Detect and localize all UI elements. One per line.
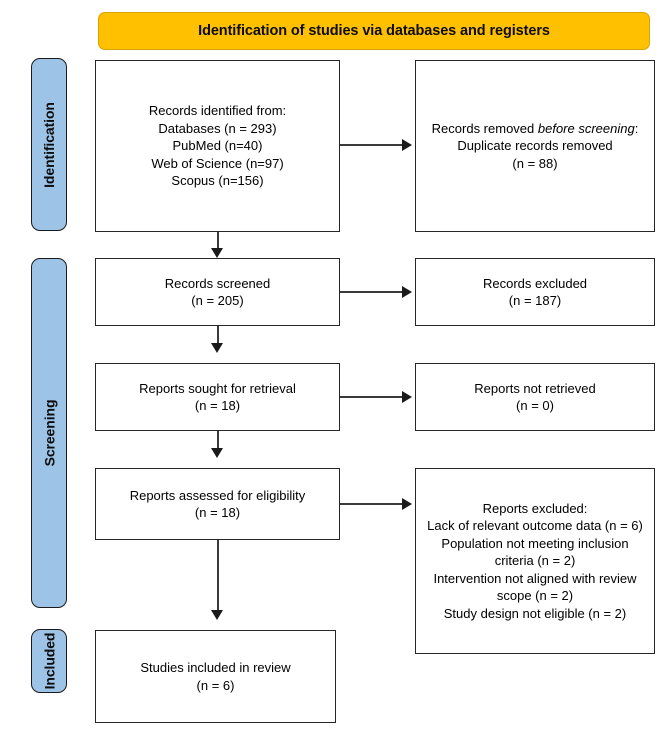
- arrow-right-icon: [402, 391, 412, 403]
- box-records-excluded-text: Records excluded (n = 187): [482, 275, 588, 309]
- box-records-removed: Records removed before screening: Duplica…: [415, 60, 655, 232]
- connector-assessed-to-included: [217, 540, 219, 614]
- connector-screened-to-sought: [217, 326, 219, 347]
- arrow-down-icon: [211, 343, 223, 353]
- box-reports-excluded: Reports excluded: Lack of relevant outco…: [415, 468, 655, 654]
- stage-label-screening-text: Screening: [41, 399, 58, 467]
- records-removed-suffix: :: [634, 120, 639, 136]
- arrow-right-icon: [402, 139, 412, 151]
- box-reports-excluded-text: Reports excluded: Lack of relevant outco…: [427, 500, 643, 621]
- connector-screened-to-excluded: [340, 291, 406, 293]
- stage-label-included-text: Included: [41, 632, 58, 690]
- box-studies-included: Studies included in review (n = 6): [95, 630, 336, 723]
- box-reports-sought-text: Reports sought for retrieval (n = 18): [139, 380, 296, 414]
- box-records-screened: Records screened (n = 205): [95, 258, 340, 326]
- connector-identified-to-removed: [340, 144, 406, 146]
- connector-sought-to-assessed: [217, 431, 219, 452]
- arrow-down-icon: [211, 248, 223, 258]
- box-studies-included-text: Studies included in review (n = 6): [140, 660, 291, 693]
- stage-label-identification-text: Identification: [41, 101, 57, 188]
- box-reports-assessed-text: Reports assessed for eligibility (n = 18…: [129, 487, 306, 521]
- banner-title: Identification of studies via databases …: [198, 23, 550, 39]
- arrow-right-icon: [402, 498, 412, 510]
- stage-label-included: Included: [31, 629, 67, 693]
- box-records-identified-text: Records identified from: Databases (n = …: [148, 103, 287, 189]
- arrow-down-icon: [211, 610, 223, 620]
- records-removed-rest: Duplicate records removed (n = 88): [457, 138, 613, 171]
- box-reports-not-retrieved-text: Reports not retrieved (n = 0): [474, 380, 596, 414]
- identification-banner: Identification of studies via databases …: [98, 12, 650, 50]
- box-reports-not-retrieved: Reports not retrieved (n = 0): [415, 363, 655, 431]
- connector-sought-to-not-retrieved: [340, 396, 406, 398]
- box-records-excluded: Records excluded (n = 187): [415, 258, 655, 326]
- arrow-right-icon: [402, 286, 412, 298]
- box-records-screened-text: Records screened (n = 205): [164, 275, 271, 309]
- arrow-down-icon: [211, 448, 223, 458]
- stage-label-screening: Screening: [31, 258, 67, 608]
- connector-identified-to-screened: [217, 232, 219, 252]
- box-records-identified: Records identified from: Databases (n = …: [95, 60, 340, 232]
- connector-assessed-to-reports-excluded: [340, 503, 406, 505]
- records-removed-italic: before screening: [537, 120, 635, 136]
- box-reports-assessed: Reports assessed for eligibility (n = 18…: [95, 468, 340, 540]
- box-reports-sought: Reports sought for retrieval (n = 18): [95, 363, 340, 431]
- stage-label-identification: Identification: [31, 58, 67, 231]
- box-records-removed-text: Records removed before screening: Duplica…: [432, 120, 639, 173]
- records-removed-prefix: Records removed: [431, 120, 538, 136]
